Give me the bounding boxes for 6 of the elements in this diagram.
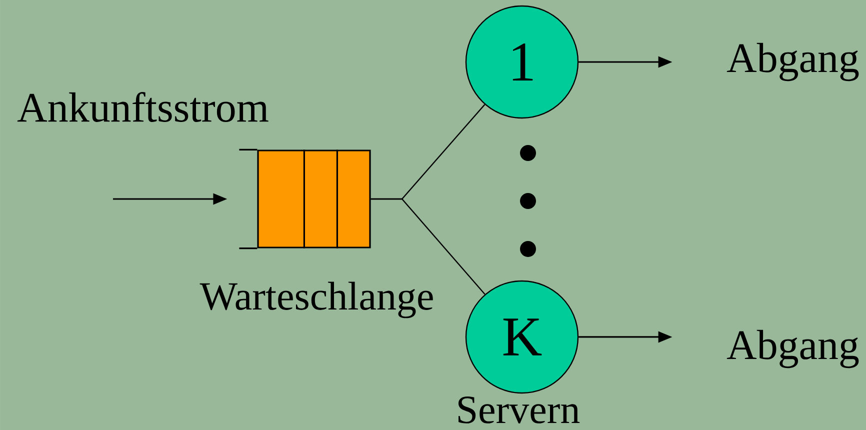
output-label: Abgang [726, 42, 859, 82]
output-label: Abgang [726, 330, 859, 368]
queue-label: Warteschlange [200, 282, 433, 318]
server-label: Servern [458, 396, 580, 424]
flow-label: Ankunftsstrom [17, 92, 268, 122]
queue-drawing [238, 148, 371, 250]
